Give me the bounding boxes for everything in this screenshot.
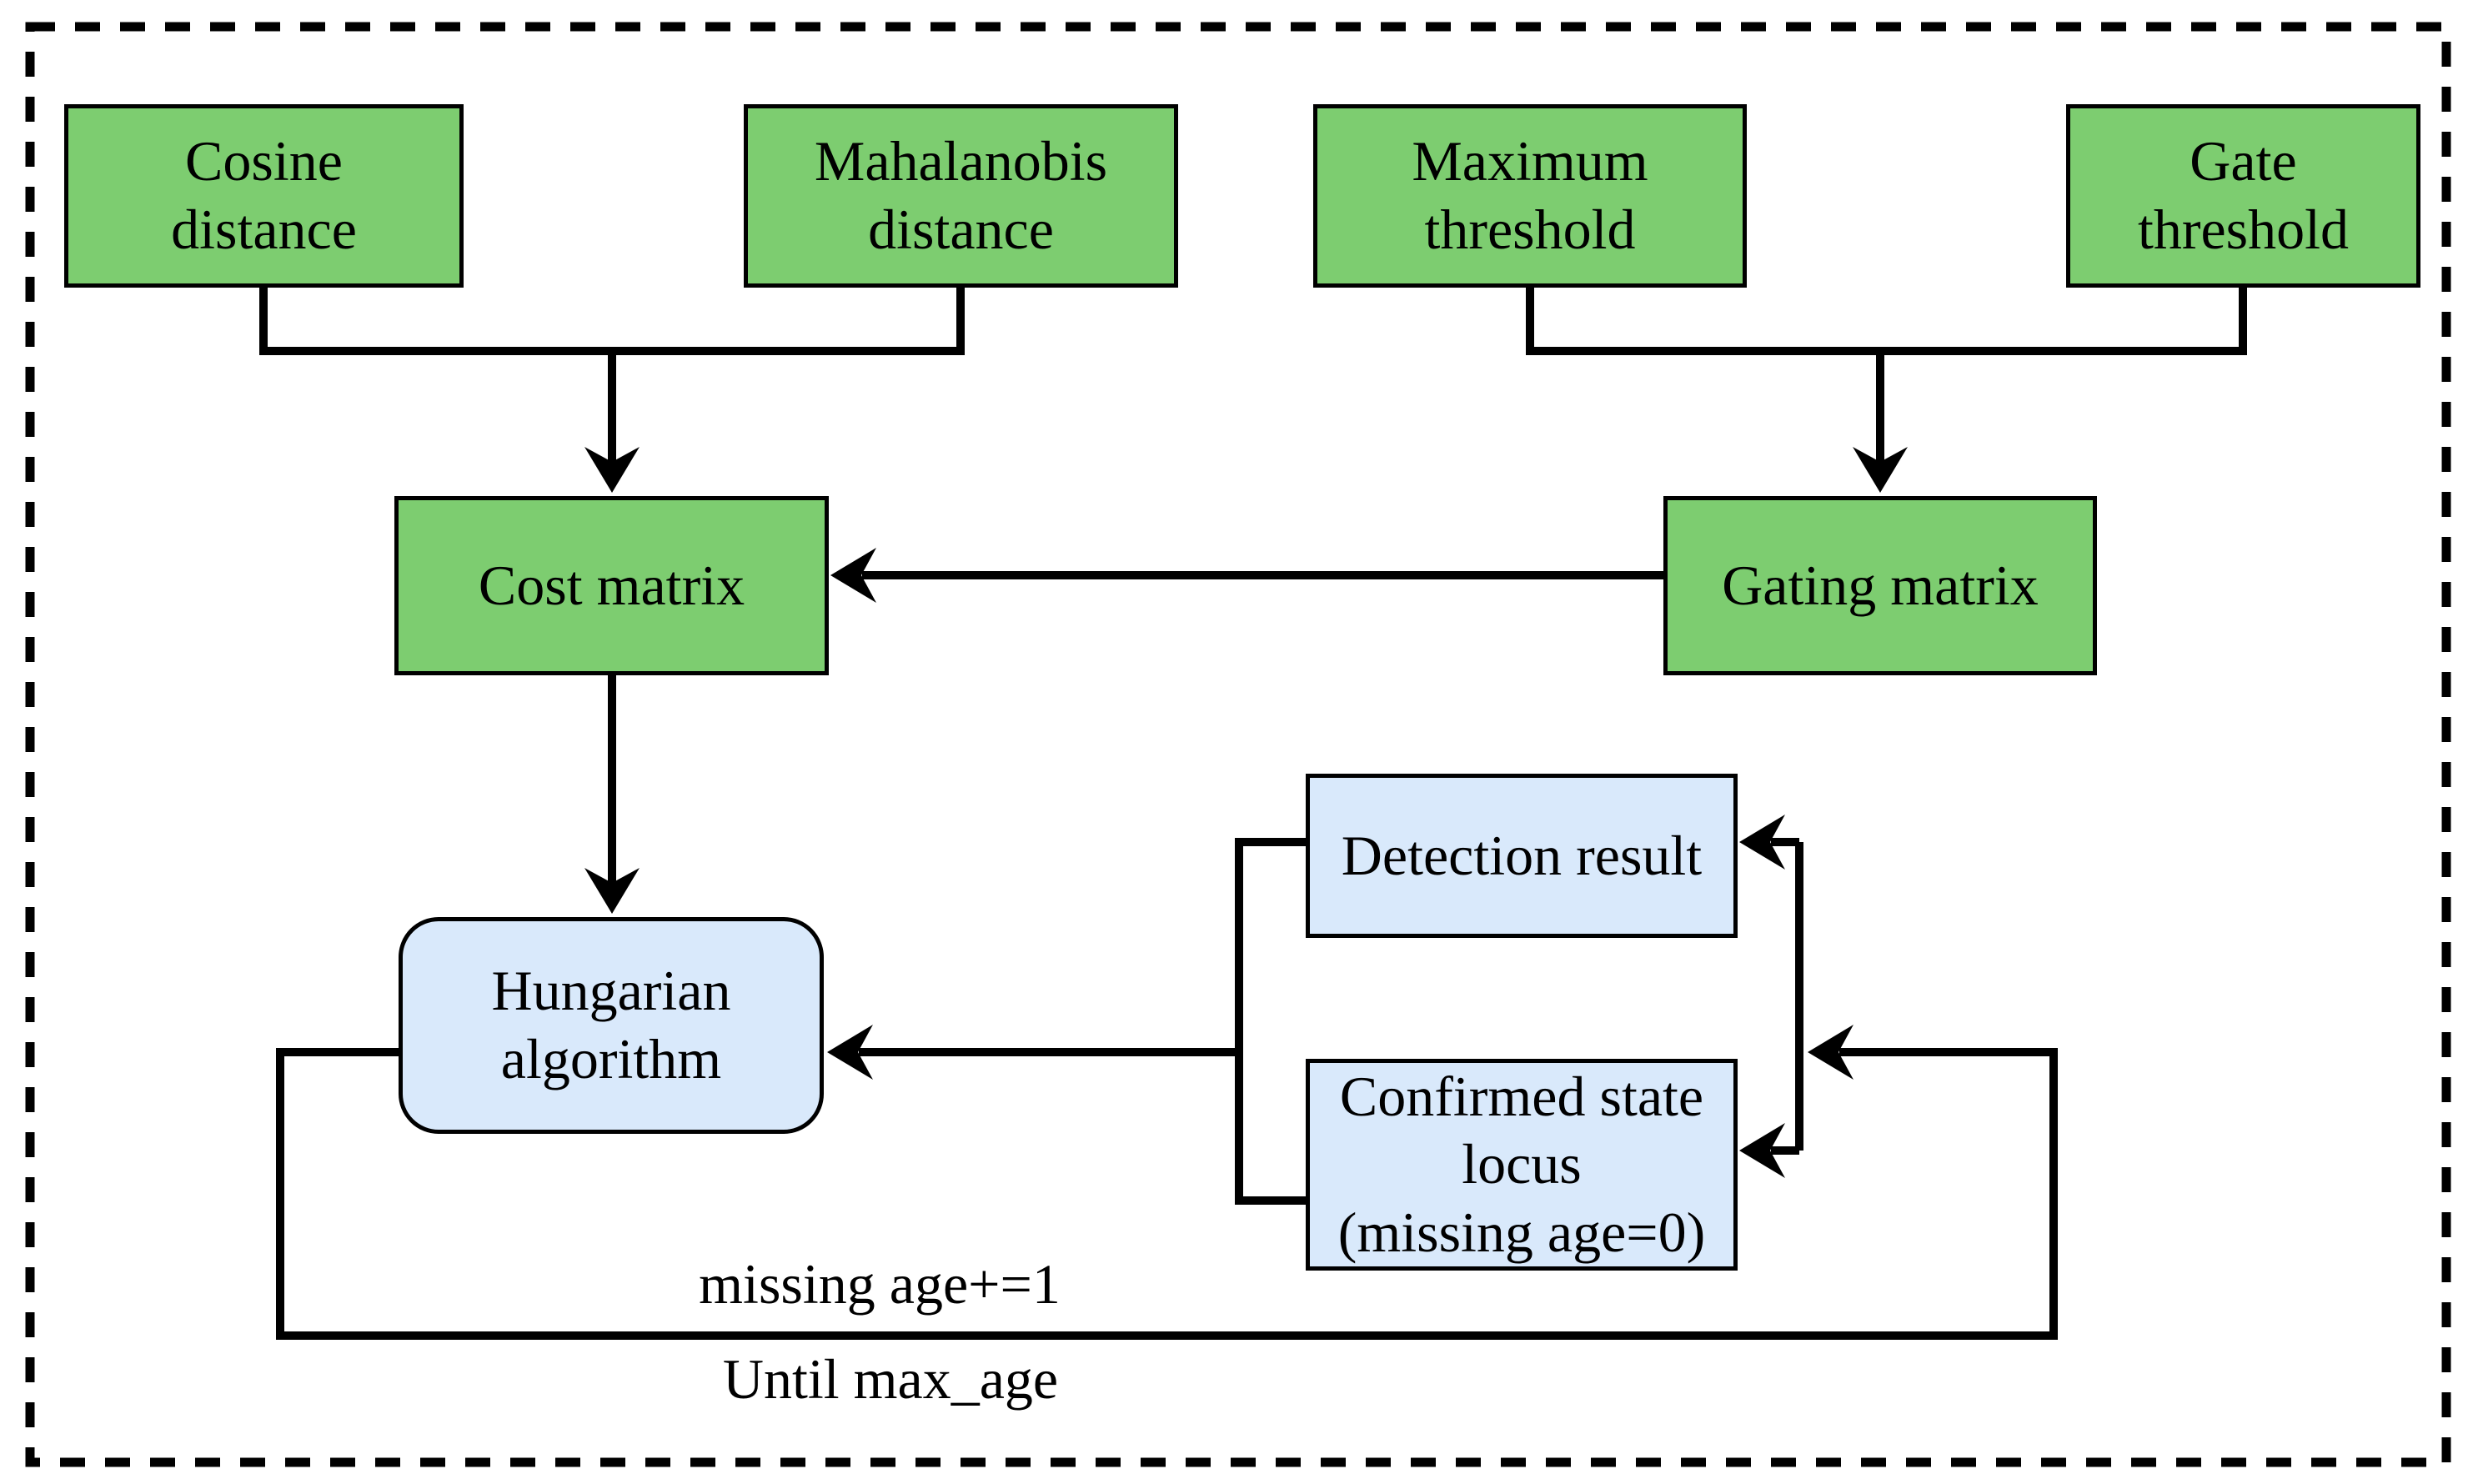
merge-connector-thresholds bbox=[1526, 288, 2247, 464]
node-maximum-threshold: Maximum threshold bbox=[1313, 104, 1747, 288]
node-label-mahalanobis-distance: Mahalanobis distance bbox=[814, 129, 1108, 261]
loop-label-until-max-age: Until max_age bbox=[722, 1347, 1059, 1411]
node-confirmed-state-locus: Confirmed state locus (missing age=0) bbox=[1306, 1059, 1738, 1271]
node-label-maximum-threshold: Maximum threshold bbox=[1412, 129, 1648, 261]
node-label-confirmed-state-locus: Confirmed state locus (missing age=0) bbox=[1337, 1064, 1706, 1264]
merge-connector-distances bbox=[259, 288, 965, 464]
arrowhead-feedback-into-distributor bbox=[1808, 1025, 1853, 1080]
arrowhead-into-cost-matrix-top bbox=[584, 447, 640, 493]
node-hungarian-algorithm: Hungarian algorithm bbox=[399, 917, 824, 1134]
node-label-hungarian-algorithm: Hungarian algorithm bbox=[491, 959, 731, 1090]
node-gating-matrix: Gating matrix bbox=[1663, 496, 2097, 675]
bracket-inputs-left bbox=[1235, 838, 1306, 1205]
node-label-cost-matrix: Cost matrix bbox=[478, 553, 745, 617]
node-mahalanobis-distance: Mahalanobis distance bbox=[744, 104, 1178, 288]
node-cost-matrix: Cost matrix bbox=[394, 496, 829, 675]
node-cosine-distance: Cosine distance bbox=[64, 104, 464, 288]
node-label-cosine-distance: Cosine distance bbox=[171, 129, 357, 261]
arrowhead-into-gating-matrix-top bbox=[1853, 447, 1908, 493]
node-gate-threshold: Gate threshold bbox=[2066, 104, 2420, 288]
feedback-loop-path bbox=[276, 1048, 2058, 1340]
arrowhead-into-cost-matrix-right bbox=[830, 548, 876, 603]
arrowhead-into-confirmed-locus bbox=[1739, 1123, 1785, 1178]
feedback-distributor-line bbox=[1771, 838, 1803, 1155]
node-label-gating-matrix: Gating matrix bbox=[1722, 553, 2039, 617]
node-label-detection-result: Detection result bbox=[1341, 823, 1703, 887]
arrowhead-into-hungarian-right bbox=[827, 1025, 873, 1080]
loop-label-missing-age-increment: missing age+=1 bbox=[699, 1252, 1061, 1316]
dashed-border bbox=[25, 22, 2451, 1467]
arrowhead-into-detection-result bbox=[1739, 815, 1785, 870]
node-label-gate-threshold: Gate threshold bbox=[2137, 129, 2350, 261]
arrowhead-into-hungarian-top bbox=[584, 868, 640, 914]
node-detection-result: Detection result bbox=[1306, 774, 1738, 938]
